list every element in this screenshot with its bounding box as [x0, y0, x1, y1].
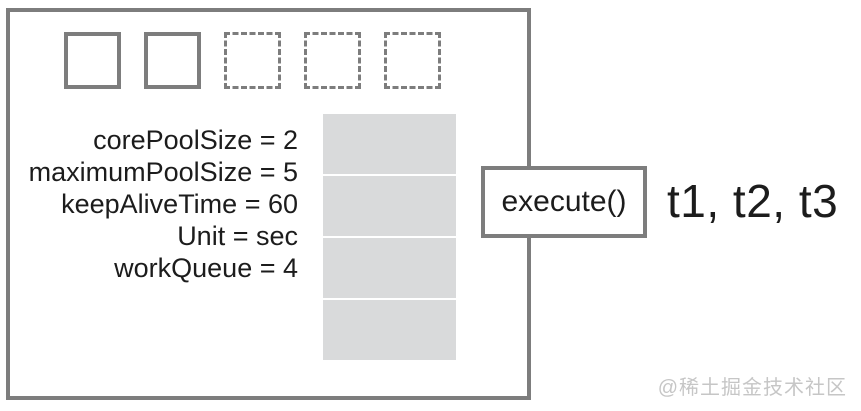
work-queue: [323, 114, 456, 360]
core-thread-slot: [144, 32, 201, 89]
param-core-pool-size: corePoolSize = 2: [93, 125, 298, 155]
param-work-queue: workQueue = 4: [114, 253, 298, 283]
param-maximum-pool-size: maximumPoolSize = 5: [28, 157, 298, 187]
spare-thread-slot: [304, 32, 361, 89]
param-unit: Unit = sec: [177, 221, 298, 251]
execute-label: execute(): [501, 185, 627, 218]
spare-thread-slot: [384, 32, 441, 89]
spare-thread-slot: [224, 32, 281, 89]
work-queue-cell: [323, 238, 456, 298]
thread-slots-row: [64, 32, 441, 89]
core-thread-slot: [64, 32, 121, 89]
execute-method-box: execute(): [481, 166, 647, 238]
pool-parameters: corePoolSize = 2 maximumPoolSize = 5 kee…: [18, 124, 298, 284]
param-keep-alive-time: keepAliveTime = 60: [61, 189, 298, 219]
work-queue-cell: [323, 176, 456, 236]
tasks-label: t1, t2, t3: [667, 175, 839, 227]
watermark-text: @稀土掘金技术社区: [657, 377, 847, 399]
work-queue-cell: [323, 114, 456, 174]
work-queue-cell: [323, 300, 456, 360]
